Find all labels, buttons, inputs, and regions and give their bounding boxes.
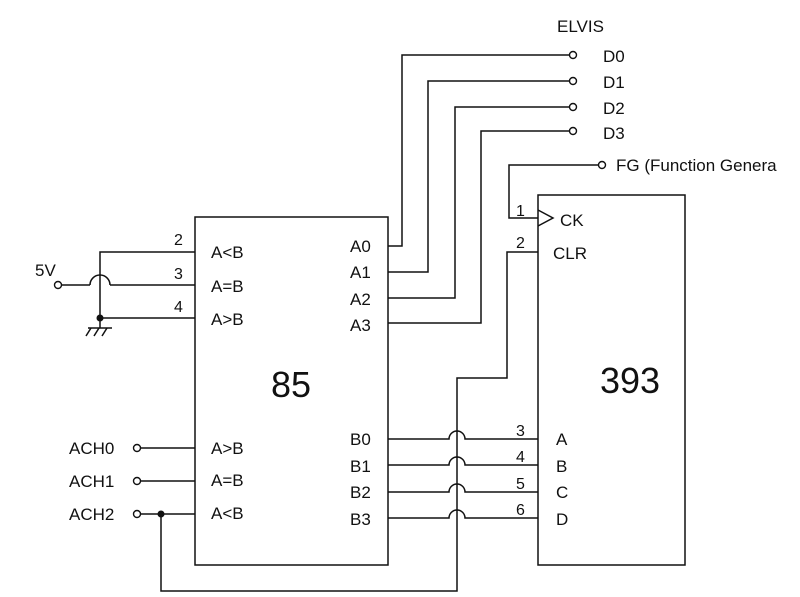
- terminal-d2: [568, 102, 578, 112]
- terminal-ach0: [132, 443, 142, 453]
- supply-5v-label: 5V: [35, 261, 56, 280]
- junction-ach2: [157, 510, 165, 518]
- ach2-label: ACH2: [69, 505, 114, 524]
- chip-85-compare-altb: A<B: [211, 504, 244, 523]
- chip-85-pin-a3: A3: [350, 316, 371, 335]
- wire-b3-d: [388, 509, 538, 519]
- chip-393-pin-num-b: 4: [516, 449, 525, 466]
- terminal-d0: [568, 50, 578, 60]
- terminal-ach2: [132, 509, 142, 519]
- wire-b0-a: [388, 430, 538, 440]
- fg-label: FG (Function Genera: [616, 156, 777, 175]
- chip-85-pin-a1: A1: [350, 263, 371, 282]
- wire-ground-net: [99, 251, 195, 319]
- chip-393-pin-num-d: 6: [516, 502, 525, 519]
- chip-85-label: 85: [271, 364, 311, 405]
- ach0-label: ACH0: [69, 439, 114, 458]
- chip-393-body: [537, 194, 686, 566]
- chip-85-pin-altb: A<B: [211, 243, 244, 262]
- chip-85-pin-num-4: 4: [174, 299, 183, 316]
- chip-393-ck: CK: [560, 211, 584, 230]
- wire-fg-ck: [508, 164, 598, 219]
- chip-393-clr: CLR: [553, 244, 587, 263]
- wire-a1-d1: [388, 80, 570, 273]
- chip-85-pin-b0: B0: [350, 430, 371, 449]
- ach1-label: ACH1: [69, 472, 114, 491]
- wire-b1-b: [388, 456, 538, 466]
- elvis-title: ELVIS: [557, 17, 604, 36]
- chip-85-pin-num-2: 2: [174, 232, 183, 249]
- chip-393-pin-num-c: 5: [516, 476, 525, 493]
- chip-85-pin-aeqb: A=B: [211, 277, 244, 296]
- elvis-d2: D2: [603, 99, 625, 118]
- ground-hatch-3: [101, 327, 108, 337]
- chip-85-compare-aeqb: A=B: [211, 471, 244, 490]
- wire-b2-c: [388, 483, 538, 493]
- clock-triangle-icon: [537, 209, 555, 227]
- wire-a0-d0: [388, 54, 570, 247]
- chip-85-pin-b3: B3: [350, 510, 371, 529]
- wire-clr: [160, 251, 538, 592]
- chip-393-label: 393: [600, 360, 660, 401]
- chip-393-pin-num-clr: 2: [516, 235, 525, 252]
- terminal-d3: [568, 126, 578, 136]
- chip-393-out-d: D: [556, 510, 568, 529]
- terminal-d1: [568, 76, 578, 86]
- wire-a2-d2: [388, 106, 570, 299]
- chip-393-out-a: A: [556, 430, 568, 449]
- chip-85-pin-a2: A2: [350, 290, 371, 309]
- chip-85-compare-agtb: A>B: [211, 439, 244, 458]
- ground-hatch-2: [93, 327, 100, 337]
- chip-85-pin-b1: B1: [350, 457, 371, 476]
- elvis-d3: D3: [603, 124, 625, 143]
- chip-393-out-b: B: [556, 457, 567, 476]
- chip-85-body: [194, 216, 389, 566]
- chip-85-pin-agtb: A>B: [211, 310, 244, 329]
- ground-hatch-1: [85, 327, 92, 337]
- chip-85-pin-num-3: 3: [174, 266, 183, 283]
- terminal-fg: [597, 160, 607, 170]
- chip-85-pin-a0: A0: [350, 237, 371, 256]
- chip-393-pin-num-a: 3: [516, 423, 525, 440]
- chip-85-pin-b2: B2: [350, 483, 371, 502]
- terminal-ach1: [132, 476, 142, 486]
- terminal-5v: [53, 280, 63, 290]
- elvis-d1: D1: [603, 73, 625, 92]
- chip-393-pin-num-ck: 1: [516, 203, 525, 220]
- elvis-d0: D0: [603, 47, 625, 66]
- chip-393-out-c: C: [556, 483, 568, 502]
- wire-a3-d3: [388, 130, 570, 324]
